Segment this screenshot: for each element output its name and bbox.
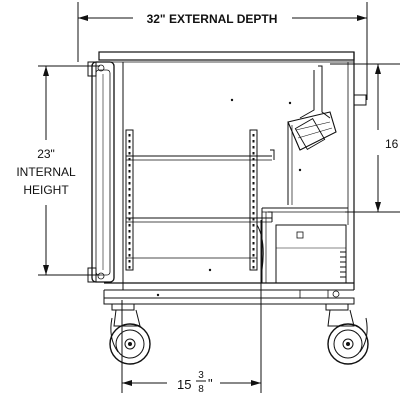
shelf-depth-whole: 15 [177,377,191,392]
internal-height-dimension: 23" INTERNAL HEIGHT [16,65,100,276]
rack-perforation [252,254,255,257]
rack-perforation [252,194,255,197]
front-caster [109,303,151,365]
cabinet-door [87,61,115,283]
rack-perforation [128,146,131,149]
rack-perforation [128,260,131,263]
rack-perforation [252,164,255,167]
rack-perforation [128,218,131,221]
rack-perforation [128,248,131,251]
rack-perforation [252,140,255,143]
internal-height-line2: HEIGHT [23,183,69,197]
rack-perforation [252,182,255,185]
rack-perforation [128,236,131,239]
internal-height-value: 23" [37,147,55,161]
rear-caster [325,303,369,365]
rack-perforation [128,170,131,173]
rack-perforation [128,224,131,227]
shelf-depth-dimension: 15 3 8 " [121,220,262,395]
heater-compartment [261,65,348,299]
rack-perforation [252,152,255,155]
right-height-dimension: 16 [330,63,400,213]
rack-perforation [252,218,255,221]
rack-perforation [128,176,131,179]
rack-perforation [128,200,131,203]
rack-perforation [128,188,131,191]
interior-details [156,98,302,297]
rack-perforation [128,212,131,215]
rack-perforation [128,140,131,143]
rack-perforation [252,146,255,149]
rack-perforation [252,236,255,239]
rack-perforation [252,260,255,263]
rack-perforation [128,254,131,257]
rack-perforation [252,248,255,251]
rack-perforation [128,194,131,197]
rack-perforation [128,134,131,137]
shelf-depth-inch-mark: " [208,376,213,391]
rack-perforation [252,206,255,209]
cabinet-body [98,51,367,305]
rack-perforation [252,230,255,233]
rack-perforation [252,242,255,245]
rack-perforation [252,266,255,269]
rack-perforation [252,224,255,227]
rack-perforation [128,230,131,233]
rack-perforation [252,200,255,203]
external-depth-label: 32" EXTERNAL DEPTH [147,12,278,26]
right-height-value: 16 [385,137,399,151]
rack-perforation [128,206,131,209]
rack-perforation [252,176,255,179]
shelf-depth-numerator: 3 [198,370,204,381]
external-depth-dimension: 32" EXTERNAL DEPTH [77,2,368,100]
shelf-depth-denominator: 8 [198,384,204,395]
rack-perforation [252,188,255,191]
rack-perforation [128,158,131,161]
rack-perforation [128,182,131,185]
rack-perforation [128,164,131,167]
rack-perforation [252,134,255,137]
rack-perforation [128,266,131,269]
rack-perforation [252,158,255,161]
shelf-rack [125,129,275,271]
rack-perforation [128,242,131,245]
internal-height-line1: INTERNAL [16,165,76,179]
rack-perforation [252,212,255,215]
rack-perforation [128,152,131,155]
rack-perforation [252,170,255,173]
